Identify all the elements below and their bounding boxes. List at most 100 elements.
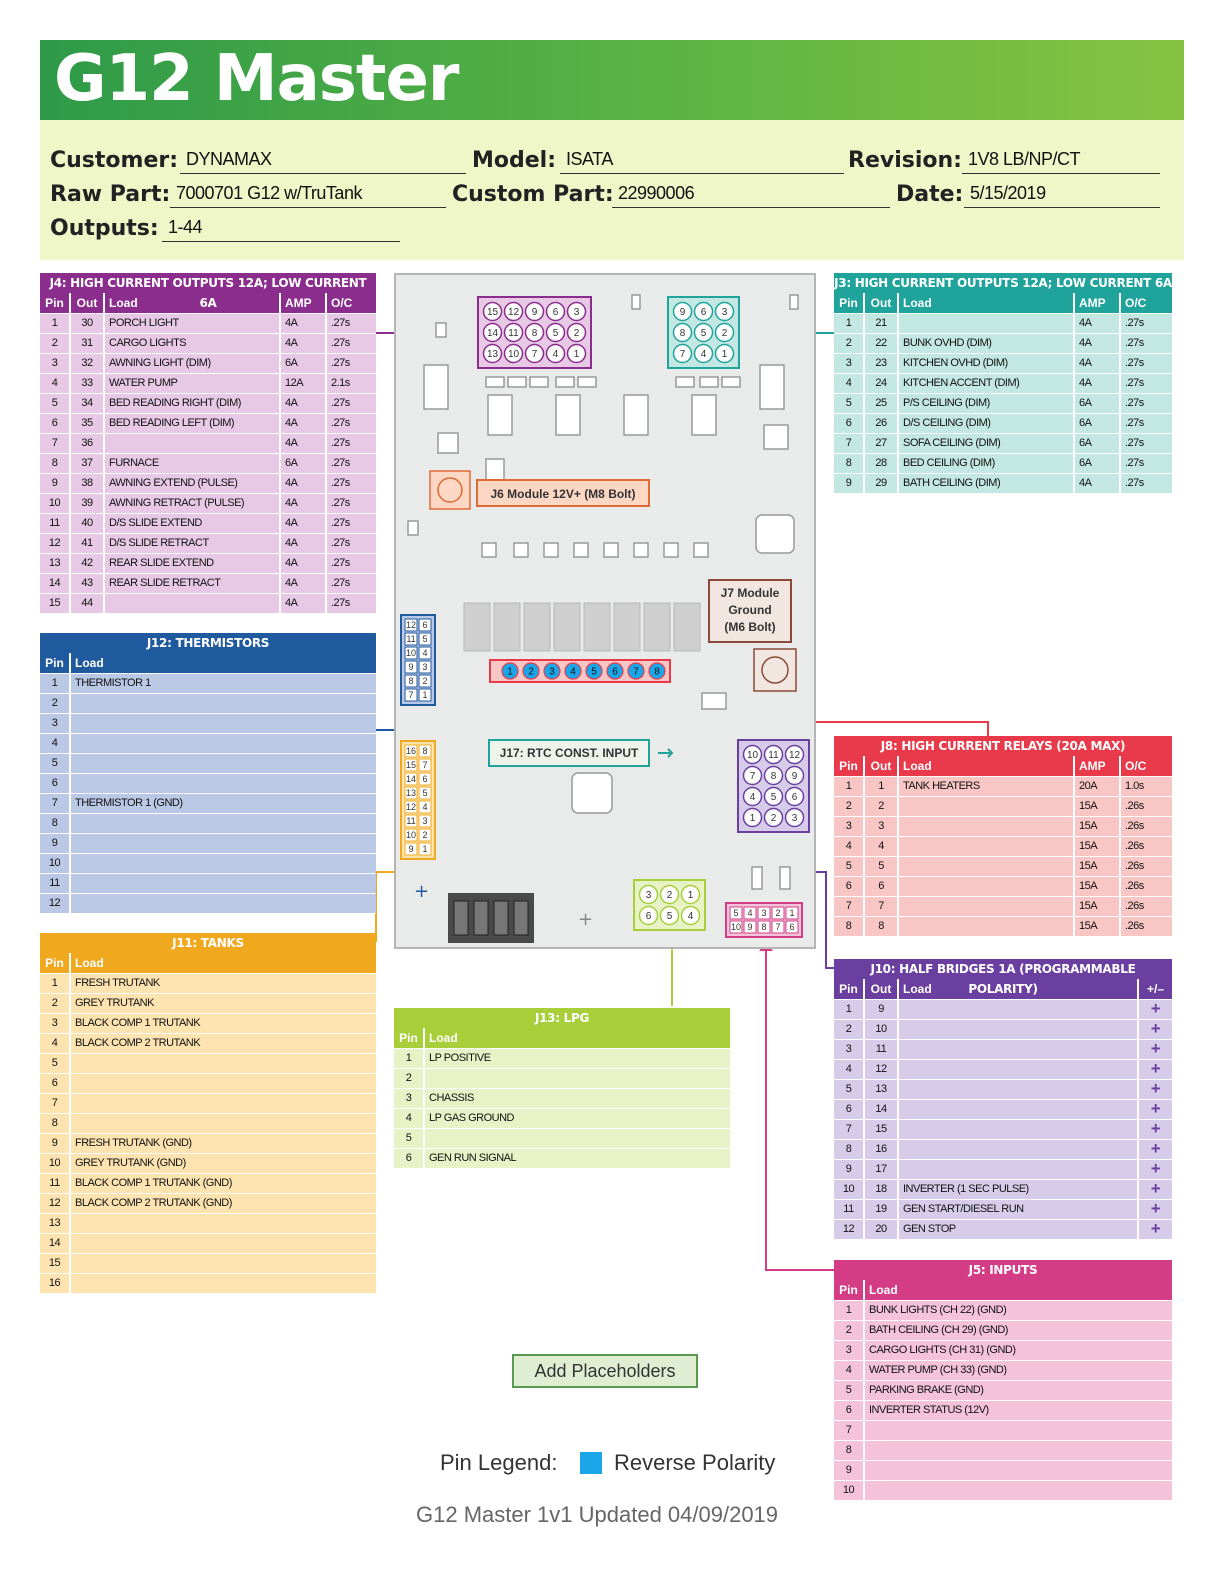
table-cell: 10	[40, 1153, 70, 1174]
pin	[714, 322, 735, 343]
table-cell: 1	[40, 973, 70, 994]
table-cell: 3	[834, 353, 864, 374]
table-row: 6	[40, 773, 376, 794]
table-cell: 4A	[1073, 353, 1120, 374]
table-cell: 12	[863, 1059, 898, 1080]
pin	[404, 674, 418, 688]
pin-number: 3	[761, 908, 766, 918]
table-cell: .27s	[325, 513, 376, 534]
date-value: 5/15/2019	[964, 182, 1160, 208]
pin	[482, 322, 503, 343]
pin	[404, 646, 418, 660]
table-cell: BED READING LEFT (DIM)	[103, 413, 280, 434]
column-header: Load	[863, 1280, 1172, 1301]
custom-part-value: 22990006	[612, 182, 890, 208]
pin-number: 10	[508, 349, 520, 360]
pin-number: 6	[792, 792, 798, 803]
table-cell: 23	[863, 353, 898, 374]
pin	[566, 301, 587, 322]
pin-number: 4	[570, 667, 576, 678]
table-cell: 42	[69, 553, 104, 574]
table-cell: 1	[834, 999, 864, 1020]
table-cell: 4A	[279, 513, 326, 534]
column-header: Pin	[40, 293, 70, 314]
pin-number: 8	[422, 746, 427, 756]
pin	[522, 662, 540, 680]
pin	[743, 920, 757, 934]
pin-number: 1	[574, 349, 580, 360]
j7-label: J7 Module Ground (M6 Bolt)	[708, 579, 792, 643]
pin	[672, 322, 693, 343]
pin-number: 4	[422, 802, 427, 812]
table-cell	[69, 773, 376, 794]
pin-number: 3	[646, 890, 652, 901]
table-cell: LP POSITIVE	[423, 1048, 730, 1069]
table-cell: AWNING EXTEND (PULSE)	[103, 473, 280, 494]
pin	[404, 786, 418, 800]
table-cell: 6	[834, 876, 864, 897]
table-cell: .27s	[1119, 333, 1172, 354]
table-cell: 31	[69, 333, 104, 354]
pin-number: 1	[422, 844, 427, 854]
pin	[503, 301, 524, 322]
pin-number: 3	[422, 816, 427, 826]
pin-number: 6	[646, 911, 652, 922]
pin-number: 16	[406, 746, 416, 756]
table-row: 8	[40, 1113, 376, 1134]
table-cell: 26	[863, 413, 898, 434]
plus-mark: +	[414, 881, 429, 902]
pin	[785, 920, 799, 934]
table-cell: 15A	[1073, 836, 1120, 857]
j7-label-line: (M6 Bolt)	[724, 620, 776, 634]
table-cell: 7	[834, 1119, 864, 1140]
table-cell: 4	[863, 836, 898, 857]
table-cell: BUNK OVHD (DIM)	[897, 333, 1074, 354]
pin	[545, 322, 566, 343]
pin-number: 5	[422, 788, 427, 798]
table-cell: 2	[40, 333, 70, 354]
table-row: 2	[394, 1068, 730, 1089]
pin	[404, 632, 418, 646]
table-cell: 9	[834, 473, 864, 494]
table-cell	[897, 916, 1074, 937]
table-cell: 44	[69, 593, 104, 614]
pin-number: 11	[768, 750, 779, 761]
column-header: Pin	[834, 1280, 864, 1301]
table-cell	[897, 999, 1138, 1020]
pin	[543, 662, 561, 680]
table-cell: LP GAS GROUND	[423, 1108, 730, 1129]
table-cell: PARKING BRAKE (GND)	[863, 1380, 1172, 1401]
footer: G12 Master 1v1 Updated 04/09/2019	[416, 1502, 779, 1527]
pin-number: 1	[789, 908, 794, 918]
pin	[693, 301, 714, 322]
table-cell: BLACK COMP 1 TRUTANK	[69, 1013, 376, 1034]
pin-number: 8	[680, 328, 686, 339]
table-cell: BLACK COMP 2 TRUTANK	[69, 1033, 376, 1054]
column-header: Out	[863, 293, 898, 314]
legend-value: Reverse Polarity	[614, 1450, 776, 1475]
revision-value: 1V8 LB/NP/CT	[962, 148, 1160, 174]
table-cell: .26s	[1119, 856, 1172, 877]
table-cell: D/S SLIDE RETRACT	[103, 533, 280, 554]
table-cell: 7	[834, 896, 864, 917]
pin	[757, 920, 771, 934]
add-placeholders-button[interactable]: Add Placeholders	[512, 1354, 698, 1388]
pin	[545, 301, 566, 322]
pin	[418, 758, 432, 772]
table-cell	[103, 433, 280, 454]
